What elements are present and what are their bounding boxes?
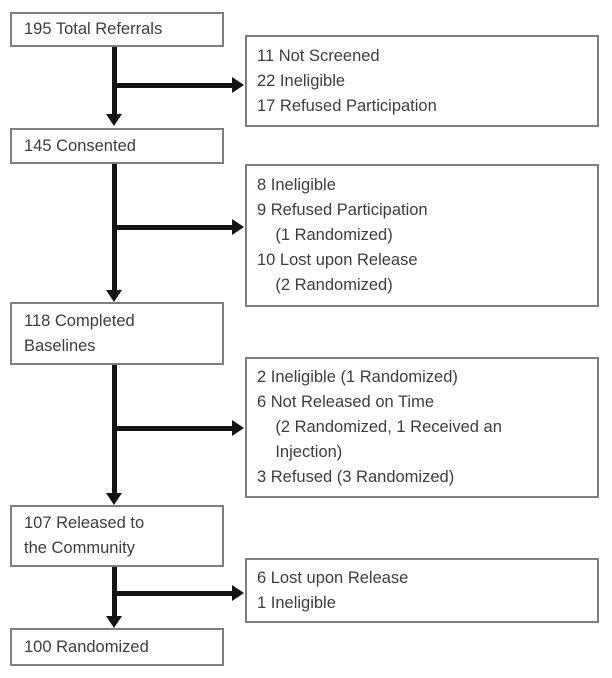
exclusion-line: 8 Ineligible xyxy=(257,176,336,194)
exclusion-line: Injection) xyxy=(257,443,343,461)
arrowhead-down xyxy=(106,290,122,302)
arrowhead-right xyxy=(232,420,244,436)
main-box-randomized: 100 Randomized xyxy=(10,628,224,666)
flow-line-vertical xyxy=(112,47,117,114)
flow-line-branch xyxy=(114,225,233,230)
exclusion-box-after-baselines: 2 Ineligible (1 Randomized) 6 Not Releas… xyxy=(245,357,599,498)
exclusion-line: 6 Not Released on Time xyxy=(257,393,435,411)
exclusion-box-after-release: 6 Lost upon Release 1 Ineligible xyxy=(245,558,599,623)
exclusion-line: 22 Ineligible xyxy=(257,71,346,90)
exclusion-line: 3 Refused (3 Randomized) xyxy=(257,468,455,486)
arrowhead-down xyxy=(106,114,122,126)
exclusion-line: (2 Randomized, 1 Received an xyxy=(257,418,502,436)
flow-line-branch xyxy=(114,591,233,596)
exclusion-line: 17 Refused Participation xyxy=(257,96,437,115)
main-box-released-to-community: 107 Released to the Community xyxy=(10,505,224,567)
exclusion-box-after-referrals: 11 Not Screened 22 Ineligible 17 Refused… xyxy=(245,35,599,127)
arrowhead-down xyxy=(106,616,122,628)
exclusion-line: 11 Not Screened xyxy=(257,46,380,65)
flow-line-branch xyxy=(114,83,233,88)
exclusion-line: 9 Refused Participation xyxy=(257,201,428,219)
exclusion-line: 2 Ineligible (1 Randomized) xyxy=(257,368,458,386)
main-box-total-referrals: 195 Total Referrals xyxy=(10,12,224,47)
exclusion-line: 1 Ineligible xyxy=(257,593,336,612)
arrowhead-right xyxy=(232,77,244,93)
arrowhead-right xyxy=(232,585,244,601)
main-box-completed-baselines: 118 Completed Baselines xyxy=(10,302,224,365)
main-box-consented: 145 Consented xyxy=(10,128,224,164)
arrowhead-right xyxy=(232,219,244,235)
exclusion-line: (1 Randomized) xyxy=(257,226,393,244)
arrowhead-down xyxy=(106,493,122,505)
exclusion-line: (2 Randomized) xyxy=(257,276,393,294)
exclusion-line: 6 Lost upon Release xyxy=(257,568,409,587)
flow-line-branch xyxy=(114,426,233,431)
exclusion-box-after-consent: 8 Ineligible 9 Refused Participation (1 … xyxy=(245,164,599,307)
exclusion-line: 10 Lost upon Release xyxy=(257,251,418,269)
